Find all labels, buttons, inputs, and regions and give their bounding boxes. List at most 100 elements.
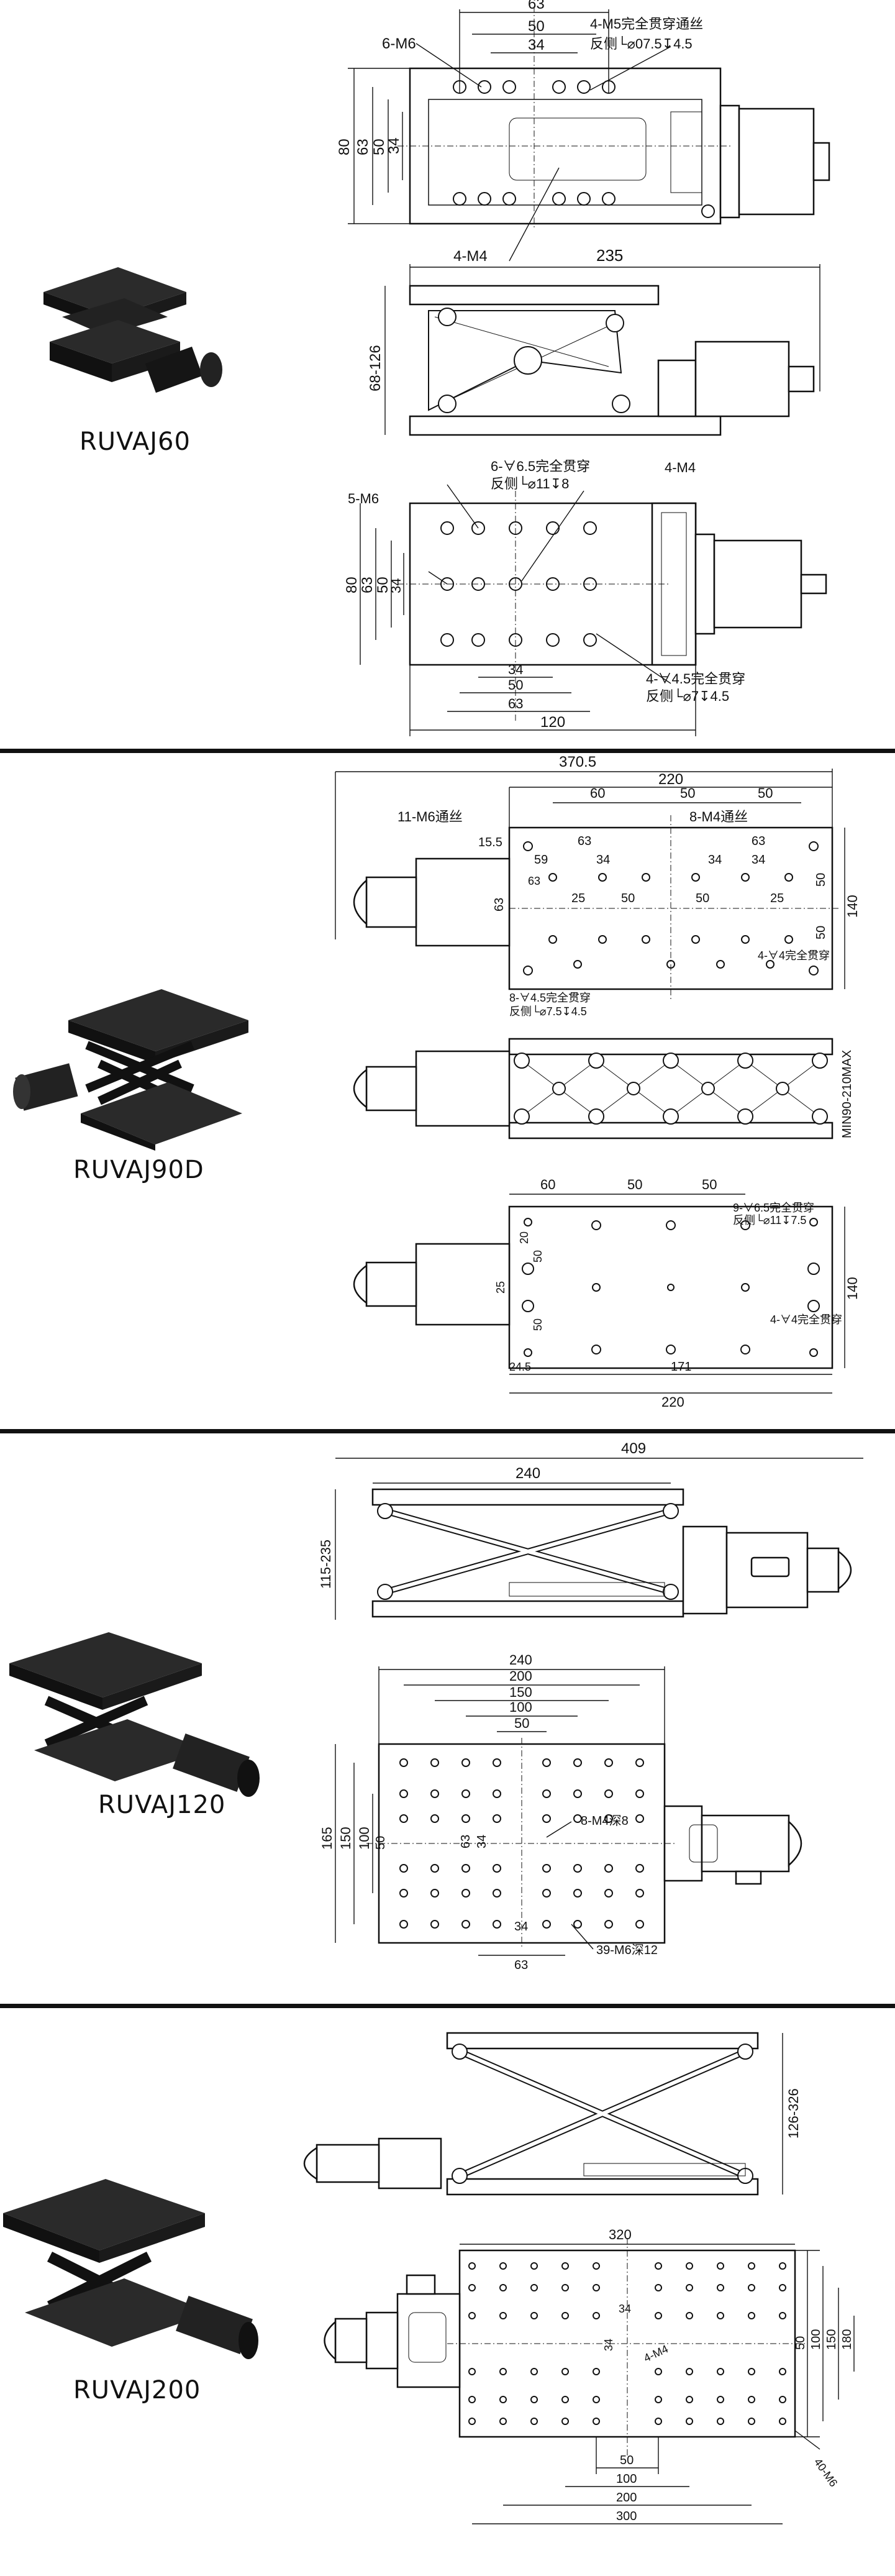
mounting-hole	[635, 1758, 644, 1767]
mounting-hole	[573, 1920, 582, 1929]
mounting-hole	[655, 2262, 662, 2270]
callout-reverse-7-5: 反侧└⌀7.5↧4.5	[509, 1005, 587, 1018]
dim-60: 60	[590, 785, 605, 801]
callout-reverse-11: 反侧└⌀11↧7.5	[733, 1213, 806, 1226]
dim-50-v2: 50	[814, 926, 828, 939]
mounting-hole	[542, 1864, 551, 1873]
dim-370-5: 370.5	[559, 754, 596, 770]
dim-100-b: 100	[616, 2472, 637, 2486]
mounting-hole	[542, 1889, 551, 1898]
mounting-hole	[779, 2396, 786, 2403]
dim-50-b: 50	[620, 2454, 634, 2467]
section-ruvaj90d: RUVAJ90D 370.5 220 60 50 50 11-M6通丝 8-M4…	[0, 753, 895, 1429]
drawing-top-view: 63 50 34 80 63 50 34 6-M6 4-M5完全贯穿通丝 反侧└…	[336, 0, 830, 265]
mounting-hole	[530, 2284, 538, 2291]
callout-5-m6: 5-M6	[348, 491, 379, 506]
callout-4-4: 4-∀4完全贯穿	[758, 949, 830, 962]
drawing-bottom-view: 60 50 50 9-∀6.5完全贯穿 反侧└⌀11↧7.5 20 50 25 …	[353, 1177, 860, 1410]
dim-200-b: 200	[616, 2491, 637, 2505]
mounting-hole	[717, 2368, 724, 2375]
mounting-hole	[655, 2368, 662, 2375]
dim-50-v1: 50	[532, 1250, 544, 1263]
mounting-hole	[717, 2418, 724, 2425]
model-label: RUVAJ90D	[73, 1156, 204, 1184]
callout-4-m4-b: 4-M4	[665, 460, 696, 475]
mounting-hole	[655, 2312, 662, 2319]
dim-34-a: 34	[596, 853, 610, 867]
mounting-hole	[399, 1920, 408, 1929]
mounting-hole	[748, 2284, 755, 2291]
mounting-hole	[573, 1889, 582, 1898]
dim-50: 50	[528, 18, 545, 35]
mounting-hole	[779, 2418, 786, 2425]
dim-150: 150	[509, 1684, 532, 1700]
mounting-hole	[399, 1864, 408, 1873]
dim-220-b: 220	[661, 1394, 684, 1410]
mounting-hole	[561, 2368, 569, 2375]
dim-63-a: 63	[578, 834, 591, 848]
dim-50: 50	[514, 1715, 529, 1731]
mounting-hole	[468, 2312, 476, 2319]
mounting-hole	[430, 1789, 439, 1798]
dim-50v: 50	[374, 1836, 388, 1850]
mounting-hole	[561, 2396, 569, 2403]
mounting-hole	[604, 1864, 613, 1873]
callout-39-m6: 39-M6深12	[596, 1943, 658, 1957]
mounting-hole	[686, 2368, 693, 2375]
mounting-hole	[468, 2284, 476, 2291]
mounting-hole	[461, 1864, 470, 1873]
drawing-bottom-view: 6-∀6.5完全贯穿 反侧└⌀11↧8 4-M4 5-M6 4-∀4.5完全贯穿…	[343, 459, 827, 736]
dim-235: 235	[596, 246, 623, 265]
section-ruvaj200: RUVAJ200 126-326 320	[0, 2008, 895, 2576]
mounting-hole	[561, 2284, 569, 2291]
dim-63-bw: 63	[508, 696, 523, 711]
dim-34-c: 34	[752, 853, 765, 867]
dim-220: 220	[658, 771, 683, 788]
mounting-hole	[717, 2262, 724, 2270]
mounting-hole	[530, 2418, 538, 2425]
mounting-hole	[399, 1814, 408, 1823]
dim-140-b: 140	[845, 1277, 860, 1300]
mounting-hole	[542, 1789, 551, 1798]
mounting-hole	[717, 2312, 724, 2319]
mounting-hole	[779, 2312, 786, 2319]
dim-63-left: 63	[528, 875, 540, 887]
dim-140: 140	[845, 895, 860, 918]
mounting-hole	[779, 2368, 786, 2375]
mounting-hole	[635, 1920, 644, 1929]
mounting-hole	[530, 2262, 538, 2270]
mounting-hole	[604, 1920, 613, 1929]
mounting-hole	[499, 2418, 507, 2425]
dim-25-a: 25	[571, 892, 585, 905]
callout-4-m5: 4-M5完全贯穿通丝	[590, 16, 703, 32]
dim-20: 20	[518, 1231, 530, 1244]
drawing-side-view: 235 68-126	[367, 246, 820, 436]
dim-63-b: 63	[514, 1958, 528, 1972]
dim-50-v1: 50	[814, 873, 828, 887]
section-divider	[0, 1429, 895, 1433]
mounting-hole	[635, 1789, 644, 1798]
mounting-hole	[686, 2396, 693, 2403]
callout-4-m5-reverse: 反侧└⌀07.5↧4.5	[590, 35, 693, 52]
mounting-hole	[604, 1789, 613, 1798]
mounting-hole	[779, 2262, 786, 2270]
section-ruvaj120: RUVAJ120 409 240 115-235 240	[0, 1433, 895, 2005]
model-label: RUVAJ120	[98, 1791, 226, 1819]
dim-63: 63	[528, 0, 545, 12]
mounting-hole	[493, 1920, 501, 1929]
dim-171: 171	[671, 1360, 691, 1374]
dim-34-b: 34	[708, 853, 722, 867]
mounting-hole	[399, 1789, 408, 1798]
callout-8-m4: 8-M4通丝	[689, 809, 748, 824]
callout-4-m4: 4-M4	[453, 248, 488, 265]
dim-80: 80	[336, 139, 353, 155]
dim-50v: 50	[371, 139, 388, 155]
dim-34-bw: 34	[508, 662, 523, 677]
mounting-hole	[593, 2418, 600, 2425]
callout-reverse-7: 反侧└⌀7↧4.5	[646, 688, 729, 704]
callout-6-6-5: 6-∀6.5完全贯穿	[491, 459, 590, 474]
dim-34-v: 34	[602, 2339, 615, 2351]
dim-150v: 150	[338, 1827, 353, 1850]
mounting-hole	[461, 1789, 470, 1798]
callout-reverse-11: 反侧└⌀11↧8	[491, 475, 569, 491]
